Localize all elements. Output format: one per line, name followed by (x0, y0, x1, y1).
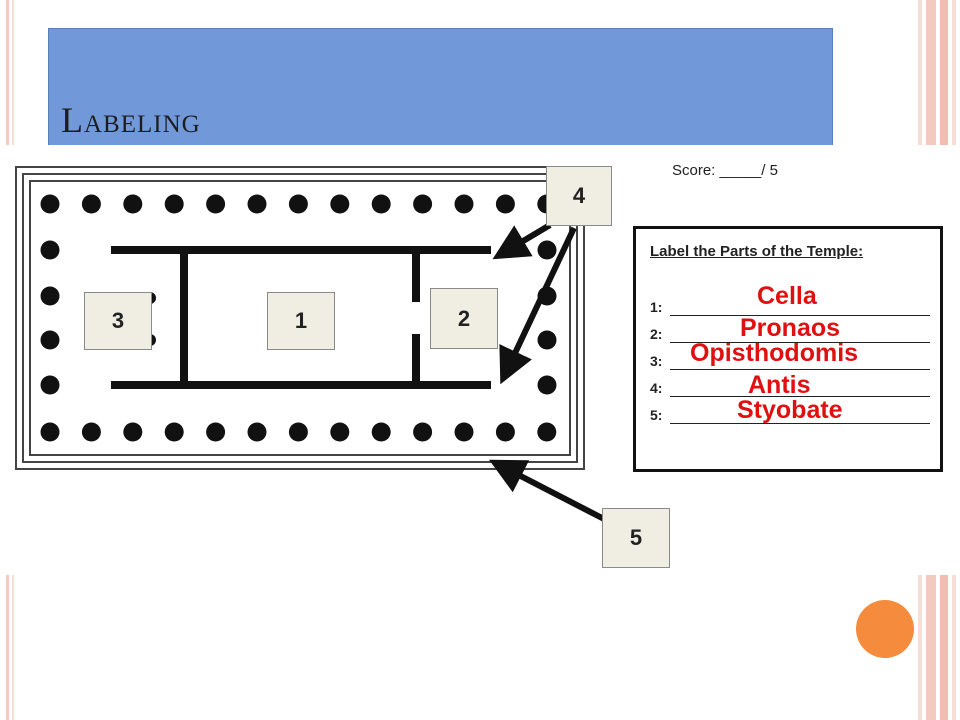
key-line-4 (670, 396, 930, 397)
column-dot (495, 422, 515, 442)
column-dot (40, 240, 60, 260)
column-dot (330, 422, 350, 442)
column-dot (371, 194, 391, 214)
column-dot (81, 422, 101, 442)
key-line-1 (670, 315, 930, 316)
arrow-4a (492, 222, 552, 260)
answer-2: Pronaos (740, 314, 841, 342)
column-dot (164, 194, 184, 214)
key-number-5: 5: (650, 407, 663, 423)
answer-key-box: Label the Parts of the Temple: 1: 2: 3: … (633, 226, 943, 472)
column-dot (413, 422, 433, 442)
key-line-5 (670, 423, 930, 424)
column-dot (454, 422, 474, 442)
title-bar: Labeling (48, 28, 833, 150)
column-dot (454, 194, 474, 214)
column-dot (40, 375, 60, 395)
label-box-4: 4 (546, 166, 612, 226)
column-dot (495, 194, 515, 214)
slide-title: Labeling (61, 100, 201, 140)
key-title: Label the Parts of the Temple: (650, 243, 864, 260)
column-dot (537, 330, 557, 350)
column-dot (164, 422, 184, 442)
column-dot (40, 286, 60, 306)
pointer-arrows (488, 222, 606, 522)
column-dot (537, 375, 557, 395)
key-number-4: 4: (650, 380, 663, 396)
answer-1: Cella (757, 282, 817, 310)
label-box-1: 1 (267, 292, 335, 350)
key-number-2: 2: (650, 326, 663, 342)
column-dot (206, 194, 226, 214)
column-dot (537, 422, 557, 442)
column-dots (40, 194, 557, 442)
column-dot (81, 194, 101, 214)
label-box-5: 5 (602, 508, 670, 568)
stylobate-outer (15, 166, 585, 470)
column-dot (288, 194, 308, 214)
column-dot (123, 422, 143, 442)
arrow-4b (499, 226, 577, 385)
column-dot (288, 422, 308, 442)
column-dot (371, 422, 391, 442)
column-dot (40, 330, 60, 350)
column-dot (413, 194, 433, 214)
column-dot (330, 194, 350, 214)
arrow-5 (488, 459, 606, 522)
key-line-2 (670, 342, 930, 343)
column-dot (206, 422, 226, 442)
key-number-1: 1: (650, 299, 663, 315)
column-dot (123, 194, 143, 214)
answer-5: Styobate (737, 396, 843, 424)
column-dot (537, 240, 557, 260)
cella-walls (111, 246, 491, 389)
column-dot (247, 194, 267, 214)
label-box-2: 2 (430, 288, 498, 349)
key-number-3: 3: (650, 353, 663, 369)
orange-accent-dot (856, 600, 914, 658)
column-dot (247, 422, 267, 442)
stylobate-middle (22, 173, 578, 463)
answer-3: Opisthodomis (690, 339, 859, 367)
column-dot (40, 422, 60, 442)
stylobate-inner (29, 180, 571, 456)
key-line-3 (670, 369, 930, 370)
label-box-3: 3 (84, 292, 152, 350)
column-dot (40, 194, 60, 214)
answer-4: Antis (748, 371, 811, 399)
score-text: Score: _____/ 5 (672, 162, 778, 179)
